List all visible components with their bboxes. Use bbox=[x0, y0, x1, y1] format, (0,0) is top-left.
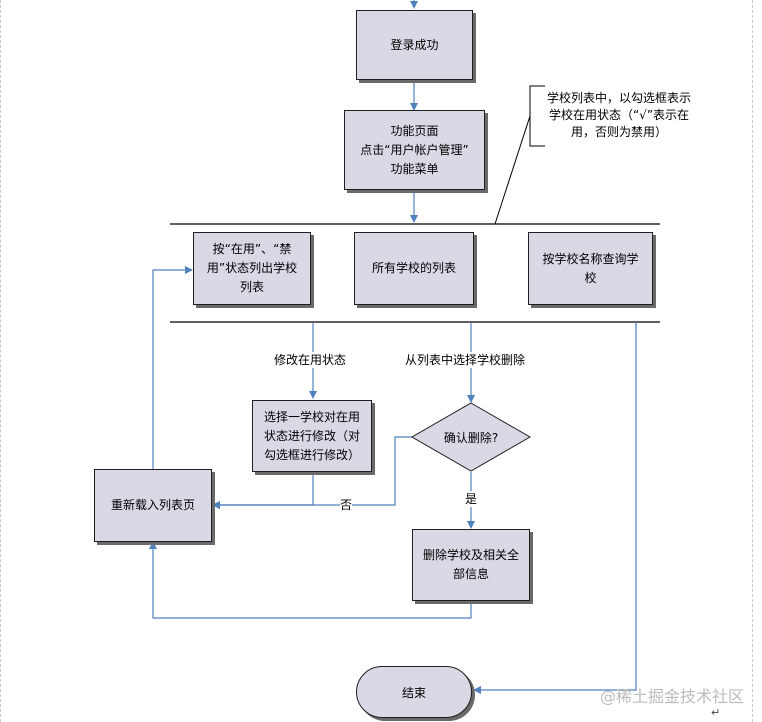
confirm-delete-diamond bbox=[410, 402, 532, 472]
arrow-no-to-reload bbox=[212, 436, 413, 509]
edge-label-modify-status: 修改在用状态 bbox=[274, 352, 347, 368]
end-terminal: 结束 bbox=[356, 666, 472, 718]
confirm-delete-label: 确认删除? bbox=[443, 430, 499, 445]
reload-list-box: 重新载入列表页 bbox=[94, 469, 212, 542]
paragraph-mark: ↵ bbox=[711, 706, 721, 719]
edge-label-no: 否 bbox=[340, 497, 353, 513]
function-page-box: 功能页面 点击“用户帐户管理” 功能菜单 bbox=[344, 110, 485, 190]
arrow-query-to-end bbox=[473, 322, 637, 694]
arrow-delete-to-reload bbox=[149, 541, 472, 619]
arrow-reload-to-list bbox=[152, 266, 193, 469]
annotation-leader bbox=[494, 115, 531, 225]
page-left-border bbox=[0, 0, 1, 722]
all-schools-box: 所有学校的列表 bbox=[354, 232, 474, 305]
login-success-box: 登录成功 bbox=[356, 10, 473, 80]
edge-label-yes: 是 bbox=[465, 491, 478, 507]
page-right-border bbox=[752, 0, 753, 722]
edge-label-select-delete: 从列表中选择学校删除 bbox=[405, 352, 526, 368]
modify-status-box: 选择一学校对在用 状态进行修改（对 勾选框进行修改） bbox=[252, 400, 372, 472]
arrow-modify-to-reload bbox=[212, 472, 314, 509]
delete-school-box: 删除学校及相关全 部信息 bbox=[412, 529, 530, 601]
list-by-status-box: 按“在用”、“禁 用”状态列出学校 列表 bbox=[193, 232, 311, 305]
annotation-note: 学校列表中，以勾选框表示 学校在用状态（“√”表示在 用，否则为禁用） bbox=[546, 91, 691, 139]
watermark: @稀土掘金技术社区 bbox=[600, 687, 745, 706]
query-by-name-box: 按学校名称查询学 校 bbox=[528, 232, 653, 305]
